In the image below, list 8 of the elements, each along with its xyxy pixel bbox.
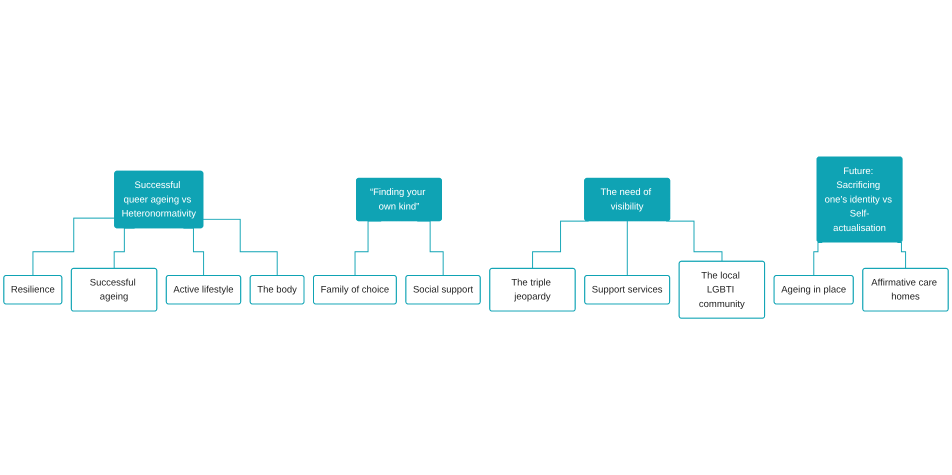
connector: [896, 242, 906, 270]
connector: [416, 220, 444, 276]
connector: [626, 220, 628, 276]
connector: [32, 218, 116, 276]
connector: [354, 220, 382, 276]
connector: [202, 218, 278, 276]
connector: [532, 220, 590, 270]
connector: [666, 220, 723, 262]
